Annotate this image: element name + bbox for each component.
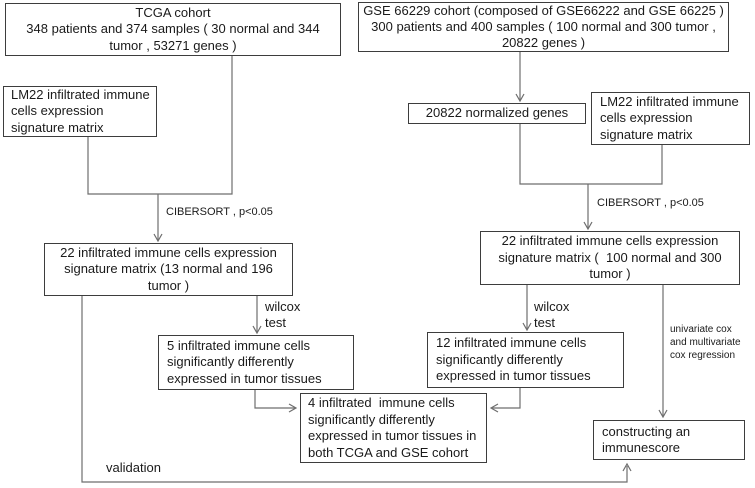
- box-lm22-signature-left: LM22 infiltrated immune cells expression…: [3, 86, 157, 137]
- box-lm22-signature-right: LM22 infiltrated immune cells expression…: [591, 92, 750, 145]
- arrowhead-five-to-four: [288, 403, 298, 413]
- arrowhead-cox-regression: [658, 409, 668, 419]
- arrowhead-gse-normalized: [515, 93, 525, 103]
- box-tcga-cohort: TCGA cohort 348 patients and 374 samples…: [5, 3, 341, 56]
- arrowhead-wilcox-left: [252, 325, 262, 335]
- label-cox-regression: univariate cox and multivariate cox regr…: [670, 324, 741, 361]
- box-matrix-gse: 22 infiltrated immune cells expression s…: [480, 231, 740, 285]
- label-cibersort-right: CIBERSORT , p<0.05: [597, 197, 704, 209]
- label-wilcox-test-left: wilcox test: [265, 299, 301, 330]
- arrow-twelve-to-four: [492, 388, 521, 409]
- label-cibersort-left: CIBERSORT , p<0.05: [166, 206, 273, 218]
- label-wilcox-test-right: wilcox test: [534, 299, 570, 330]
- box-normalized-genes: 20822 normalized genes: [408, 103, 586, 124]
- box-4-immune-cells: 4 infiltrated immune cells significantly…: [300, 393, 487, 463]
- arrowhead-wilcox-right: [522, 322, 532, 332]
- arrowhead-twelve-to-four: [489, 403, 499, 413]
- arrowhead-cibersort-right: [583, 221, 593, 231]
- label-validation: validation: [106, 460, 161, 475]
- arrowhead-cibersort-left: [153, 233, 163, 243]
- box-gse-cohort: GSE 66229 cohort (composed of GSE66222 a…: [358, 2, 729, 52]
- arrow-five-to-four: [254, 390, 295, 409]
- box-12-immune-cells: 12 infiltrated immune cells significantl…: [427, 332, 624, 388]
- arrowhead-validation: [622, 462, 632, 472]
- box-5-immune-cells: 5 infiltrated immune cells significantly…: [158, 335, 354, 390]
- box-matrix-tcga: 22 infiltrated immune cells expression s…: [44, 243, 293, 296]
- box-constructing-immunescore: constructing an immunescore: [593, 420, 745, 460]
